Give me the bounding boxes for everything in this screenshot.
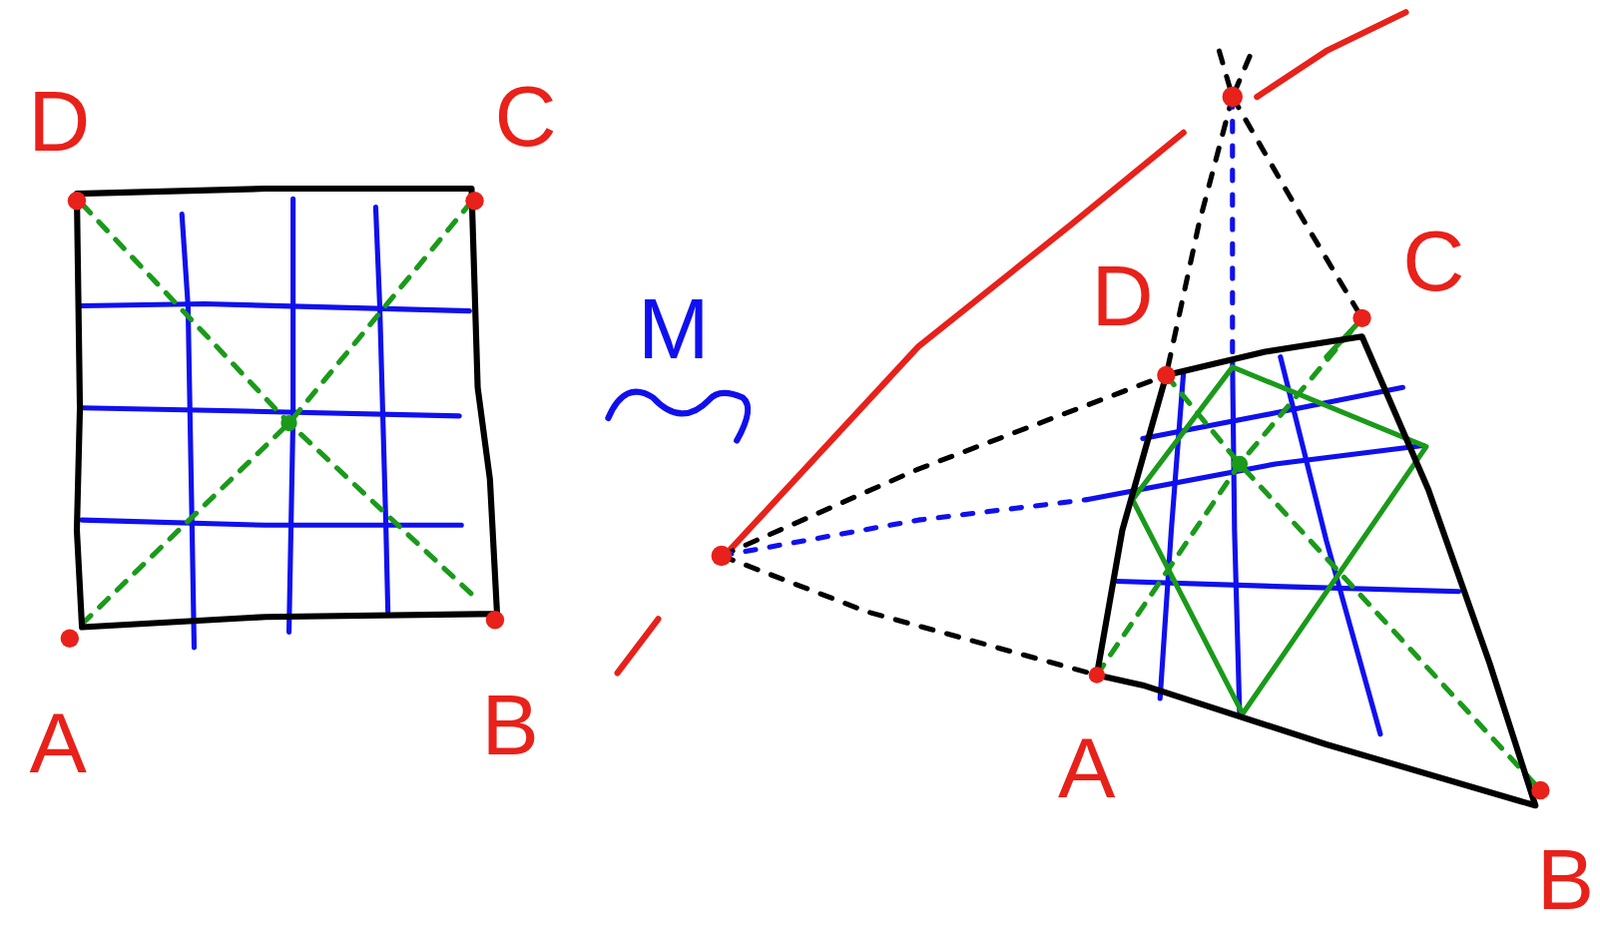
- horizon-line: [617, 11, 1407, 673]
- corner-label: C: [1402, 217, 1465, 304]
- corner-dots: [60, 191, 506, 648]
- corner-label: A: [1058, 724, 1115, 811]
- square-outline: [76, 188, 498, 627]
- center-dot: [280, 415, 297, 432]
- corner-label: D: [1090, 252, 1153, 339]
- corner-dots: [711, 86, 1551, 800]
- corner-label: C: [494, 72, 556, 159]
- diagonals: [81, 203, 481, 624]
- quad-outline: [1096, 336, 1536, 806]
- center-dot: [1231, 456, 1248, 473]
- mapping-label: M: [637, 285, 710, 372]
- corner-label: B: [481, 681, 538, 768]
- maps-to-arrow: [607, 392, 748, 442]
- corner-label: D: [27, 77, 90, 164]
- grid-lines: [1086, 357, 1460, 735]
- vanishing-lines: [721, 50, 1363, 675]
- corner-label: B: [1537, 836, 1595, 923]
- corner-label: A: [29, 699, 87, 786]
